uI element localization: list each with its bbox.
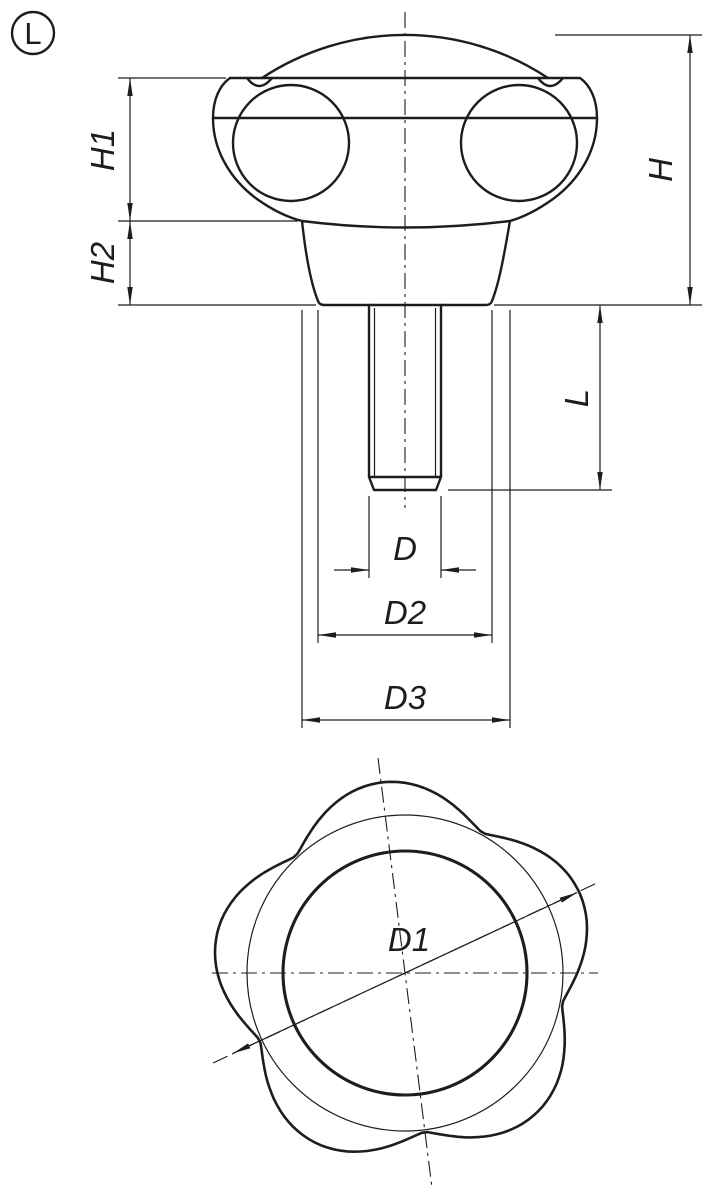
dim-label-d3: D3 [384,679,427,716]
view-badge: L [10,10,56,56]
side-view [211,12,599,508]
dim-label-h1: H1 [84,129,121,171]
knob-lobed-outline [213,780,589,1154]
dome-lobe-cusp-left [245,76,274,88]
stud-outline [367,303,443,492]
dim-label-h: H [642,158,679,182]
dim-label-d: D [393,530,417,567]
head-underside-arc [300,219,512,229]
dome-lobe-cusp-right [536,76,565,88]
front-lobe-right [459,83,579,203]
dim-label-h2: H2 [84,242,121,284]
view-badge-label: L [24,16,41,51]
stud [367,303,443,492]
dim-label-d2: D2 [384,594,426,631]
plan-view: D1 [212,757,598,1189]
view-badge-circle [10,10,56,56]
front-lobe-left [231,83,351,203]
knob-dome-arc [260,33,550,80]
dim-line-d1 [232,892,578,1054]
dim-label-d1: D1 [388,921,430,958]
dimensions: H1 H2 H L D D2 D3 [84,34,702,728]
knob-head-outline [211,76,599,307]
dim-label-l: L [558,389,595,407]
